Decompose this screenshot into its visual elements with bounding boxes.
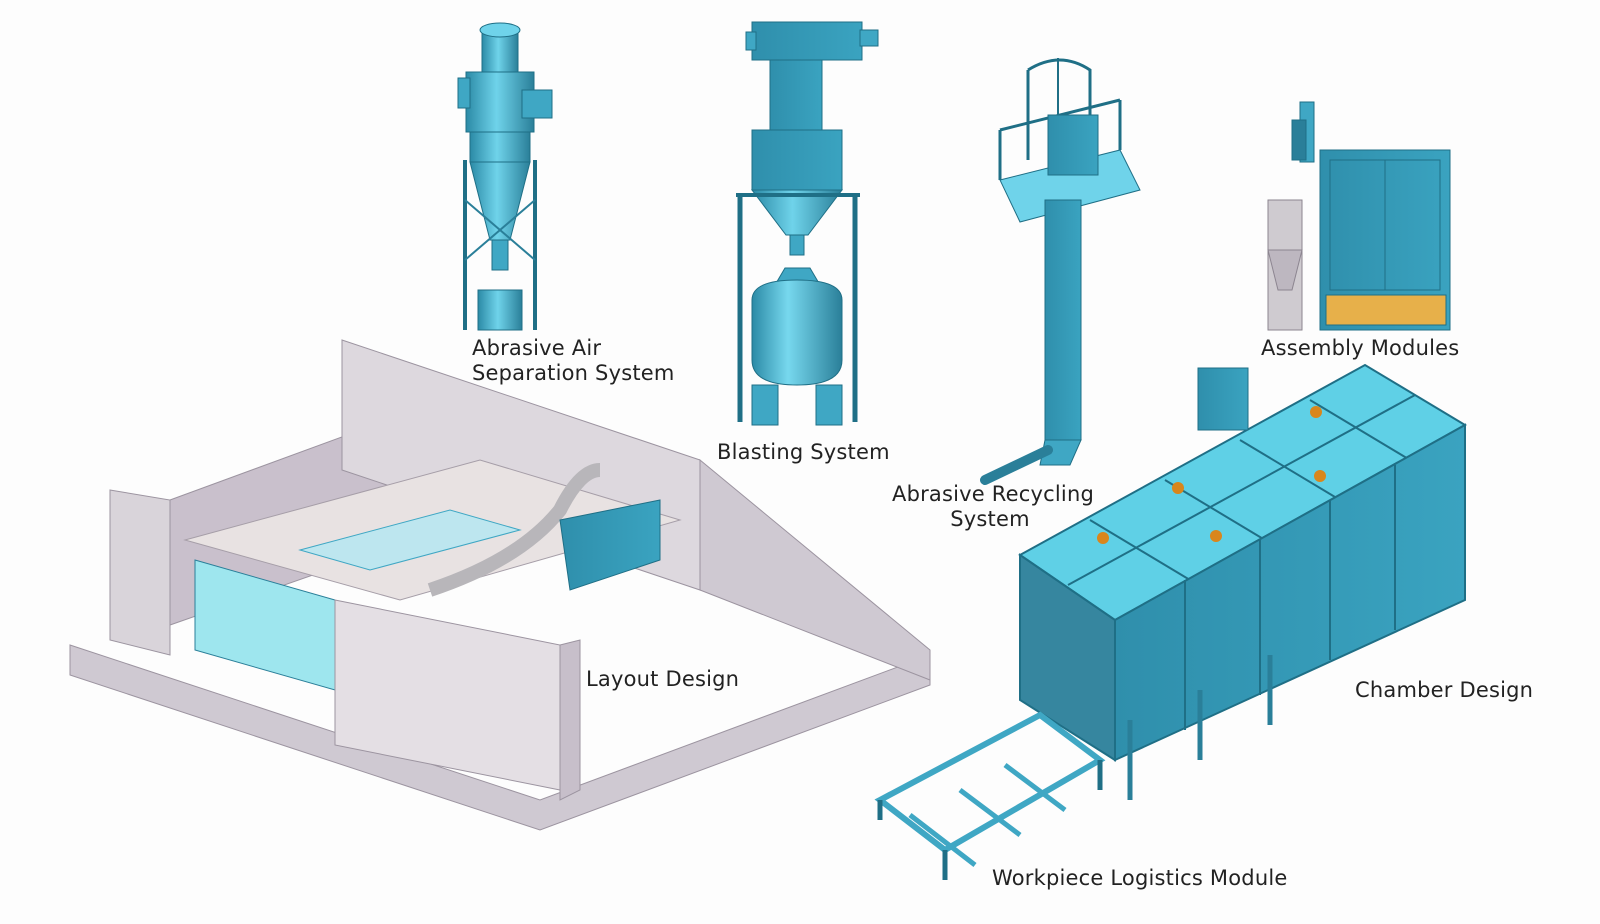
label-recycling: Abrasive Recycling System — [892, 482, 1094, 532]
blasting-system-illustration — [736, 21, 879, 426]
label-chamber: Chamber Design — [1355, 678, 1534, 702]
label-recycling-line2: System — [950, 507, 1030, 531]
chamber-design-illustration — [1018, 363, 1467, 762]
label-air-separation: Abrasive Air Separation System — [472, 336, 675, 386]
layout-design-illustration — [69, 339, 931, 831]
label-air-separation-line2: Separation System — [472, 361, 675, 385]
label-assembly: Assembly Modules — [1261, 336, 1460, 360]
label-air-separation-line1: Abrasive Air — [472, 336, 602, 360]
label-logistics: Workpiece Logistics Module — [992, 866, 1288, 890]
assembly-module-illustration — [1267, 101, 1451, 331]
label-recycling-line1: Abrasive Recycling — [892, 482, 1094, 506]
workpiece-logistics-illustration — [874, 655, 1273, 880]
bucket-elevator-illustration — [980, 58, 1141, 485]
cyclone-separator-illustration — [457, 22, 553, 331]
label-layout: Layout Design — [586, 667, 740, 691]
label-blasting: Blasting System — [717, 440, 890, 464]
